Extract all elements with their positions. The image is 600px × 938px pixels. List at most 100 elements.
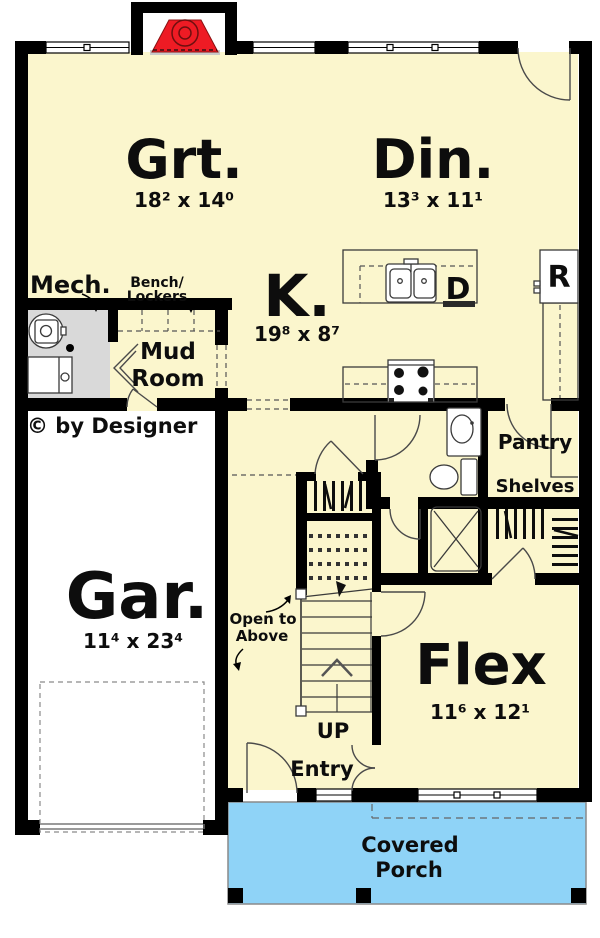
dining-room-dims: 13³ x 11¹ <box>383 188 483 212</box>
garage-label: Gar. <box>66 560 208 634</box>
porch-post-middle <box>356 888 371 903</box>
burner-4 <box>418 386 428 396</box>
dining-room-label: Din. <box>372 128 494 191</box>
toilet-bowl-icon <box>429 464 459 490</box>
lav-faucet-dot <box>470 421 474 425</box>
mech-bifold-doors <box>113 343 139 393</box>
shower <box>430 506 482 572</box>
bench-lockers-label-line2: Lockers <box>127 289 188 305</box>
stair-closet-door <box>314 440 364 475</box>
wic-side-hanger-diag <box>553 528 579 538</box>
range-counter <box>342 359 478 403</box>
newel-post-top <box>295 588 307 600</box>
flue-outer <box>171 19 199 47</box>
furnace-knob <box>60 372 70 382</box>
walkin-closet-door <box>491 547 536 580</box>
window-great-left <box>45 41 130 54</box>
bench-leader-arrowhead <box>187 305 195 313</box>
open-to-above-line1: Open to <box>229 610 296 628</box>
porch-floor <box>227 801 587 905</box>
stair-closet-hanger-diag1 <box>323 483 333 510</box>
toilet-tank-icon <box>460 458 478 496</box>
dishwasher-label: D <box>446 272 471 307</box>
range-icon <box>387 359 435 403</box>
cased-openings <box>216 345 296 476</box>
flue-inner <box>178 26 192 40</box>
kitchen-label: K. <box>264 262 331 330</box>
main-floor <box>28 52 578 790</box>
fridge-area <box>533 249 579 401</box>
great-room-dims: 18² x 14⁰ <box>134 188 234 212</box>
pantry-door <box>506 403 552 449</box>
shower-x2 <box>433 510 479 568</box>
range-foot-right <box>428 398 433 402</box>
up-arrow-chevron <box>321 658 353 677</box>
fridge-handle-2 <box>533 287 541 294</box>
garage-parking-outline <box>39 681 205 833</box>
annotation-arrows <box>81 293 291 671</box>
furnace-icon <box>27 356 73 394</box>
powder-fixtures <box>429 407 482 496</box>
stair-closet-hanger-diag2 <box>343 484 353 509</box>
burner-2 <box>417 366 429 378</box>
fireplace-box <box>151 19 219 53</box>
range-foot-left <box>389 398 394 402</box>
mudroom-garage-door <box>126 388 158 408</box>
powder-door <box>374 414 421 461</box>
mech-leader-arrowhead <box>92 304 100 312</box>
sink-drain-left <box>397 278 403 284</box>
windows <box>45 41 538 802</box>
refrigerator-icon <box>539 249 579 304</box>
garage-dims: 11⁴ x 23⁴ <box>83 629 183 653</box>
porch-features <box>228 804 586 903</box>
sink-drain-right <box>421 278 427 284</box>
window-flex <box>417 788 538 802</box>
pantry-shelves-mark <box>550 447 578 478</box>
stair-cut-flag <box>336 581 346 597</box>
shower-pan <box>430 506 482 572</box>
stairs <box>295 534 373 717</box>
kitchen-dims: 19⁸ x 8⁷ <box>254 322 340 346</box>
wic-top-hanger-diag <box>503 510 513 539</box>
faucet-icon <box>403 258 419 265</box>
mech-label: Mech. <box>30 271 111 299</box>
copyright-label: © by Designer <box>27 414 198 438</box>
pantry-label: Pantry <box>498 430 572 454</box>
fridge-handle-1 <box>533 280 541 287</box>
flex-door <box>380 591 426 637</box>
flex-room-label: Flex <box>415 633 547 698</box>
entry-label: Entry <box>290 757 354 781</box>
kitchen-island <box>342 249 478 307</box>
mudroom-label-line2: Room <box>131 366 204 392</box>
open-above-arrowhead-down <box>233 662 241 671</box>
bath-nook-door <box>389 508 421 540</box>
shelves-label: Shelves <box>496 476 575 497</box>
open-above-arrowhead-up <box>284 595 291 604</box>
mudroom-label-line1: Mud <box>140 339 196 365</box>
stair-cut-line <box>301 588 373 598</box>
mech-fixtures <box>27 313 74 394</box>
garage-features <box>39 681 205 833</box>
refrigerator-label: R <box>547 260 570 295</box>
window-dining <box>347 41 480 54</box>
porch-post-right <box>571 888 586 903</box>
entry-flex-double-doors <box>351 744 376 792</box>
water-heater-tab <box>60 326 67 336</box>
porch-post-left <box>228 888 243 903</box>
garage-floor <box>28 411 215 822</box>
bench-lockers-label-line1: Bench/ <box>130 275 184 291</box>
porch-label-line1: Covered <box>361 833 458 857</box>
floor-drain-icon <box>66 344 74 352</box>
flex-room-dims: 11⁶ x 12¹ <box>430 700 530 724</box>
island-counter <box>342 249 478 304</box>
newel-post-bottom <box>295 705 307 717</box>
fireplace <box>150 19 220 55</box>
great-room-label: Grt. <box>125 128 242 191</box>
labels: Grt. 18² x 14⁰ Din. 13³ x 11¹ K. 19⁸ x 8… <box>27 128 574 882</box>
closet-hangers <box>314 481 579 571</box>
water-heater-core <box>39 324 53 338</box>
burner-1 <box>394 368 404 378</box>
mudroom-bench <box>118 310 220 332</box>
